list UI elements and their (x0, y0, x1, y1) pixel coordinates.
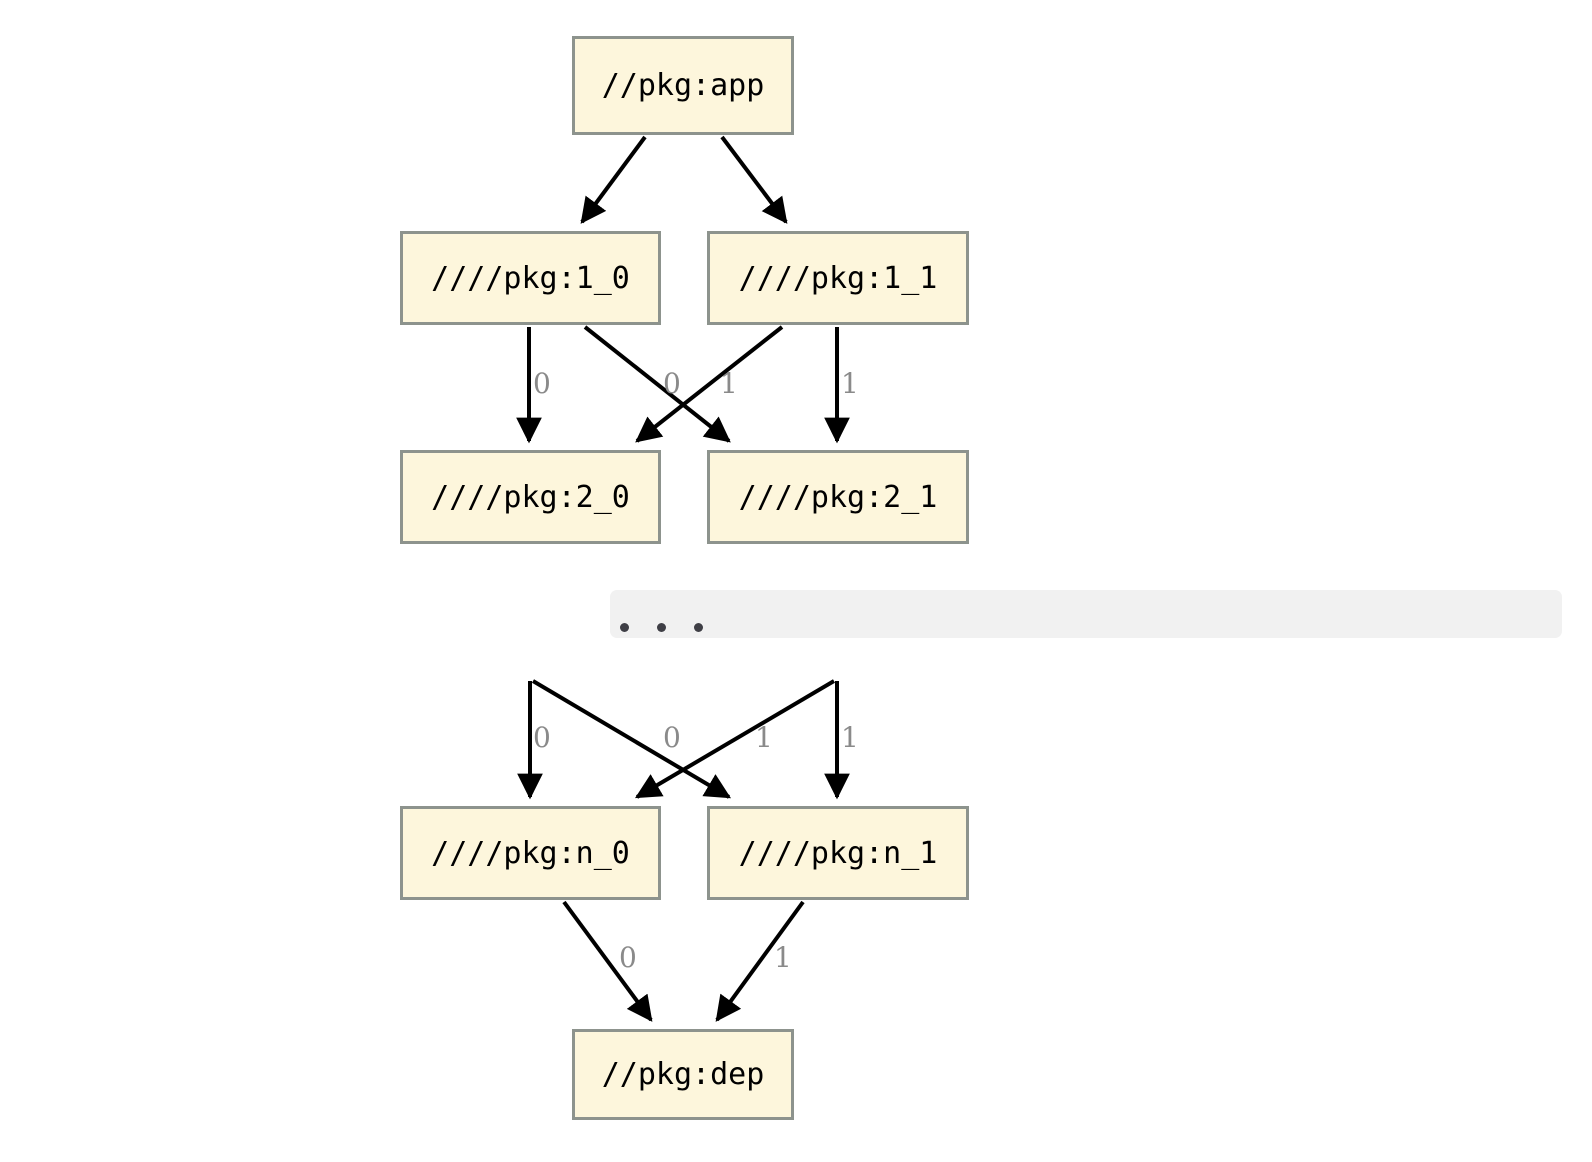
ellipsis-dot (657, 623, 666, 632)
ellipsis-dot (694, 623, 703, 632)
node-label: //pkg:dep (601, 1057, 765, 1092)
edge-label-above-n_0-diagonal: 1 (755, 721, 773, 754)
node-label: ////pkg:1_1 (738, 260, 938, 296)
edge-label-above-n_1-diagonal: 0 (663, 721, 681, 754)
edge-above-to-n_1-diagonal (531, 679, 732, 799)
edge-1_1-to-2_0 (635, 325, 784, 443)
node-label: ////pkg:2_0 (431, 479, 630, 515)
edge-label-1_0-2_0: 0 (533, 367, 551, 400)
ellipsis-separator-band (610, 590, 1562, 638)
node-label: ////pkg:n_0 (431, 835, 630, 871)
node-label: ////pkg:2_1 (738, 479, 938, 515)
edge-label-1_0-2_1: 0 (663, 367, 681, 400)
edge-app-to-1_1 (720, 135, 788, 224)
node-pkg-2_0[interactable]: ////pkg:2_0 (400, 450, 661, 544)
node-label: ////pkg:1_0 (431, 260, 630, 296)
edge-label-n_1-dep: 1 (774, 941, 792, 974)
node-pkg-n_0[interactable]: ////pkg:n_0 (400, 806, 661, 900)
edge-n_0-to-dep (562, 900, 653, 1022)
node-label: //pkg:app (601, 68, 765, 103)
node-pkg-1_1[interactable]: ////pkg:1_1 (707, 231, 969, 325)
edge-label-1_1-2_1: 1 (841, 367, 859, 400)
edge-label-above-n_1-straight: 1 (841, 721, 859, 754)
node-pkg-dep[interactable]: //pkg:dep (572, 1029, 794, 1120)
edge-label-1_1-2_0: 1 (720, 367, 738, 400)
edge-1_0-to-2_1 (583, 325, 731, 443)
node-pkg-app[interactable]: //pkg:app (572, 36, 794, 135)
edge-label-n_0-dep: 0 (619, 941, 637, 974)
node-pkg-2_1[interactable]: ////pkg:2_1 (707, 450, 969, 544)
node-pkg-n_1[interactable]: ////pkg:n_1 (707, 806, 969, 900)
edge-label-above-n_0-straight: 0 (533, 721, 551, 754)
edge-above-to-n_0-diagonal (634, 679, 836, 799)
node-pkg-1_0[interactable]: ////pkg:1_0 (400, 231, 661, 325)
ellipsis-dot (620, 623, 629, 632)
node-label: ////pkg:n_1 (738, 835, 938, 871)
edge-n_1-to-dep (715, 900, 805, 1022)
edge-app-to-1_0 (580, 135, 647, 224)
